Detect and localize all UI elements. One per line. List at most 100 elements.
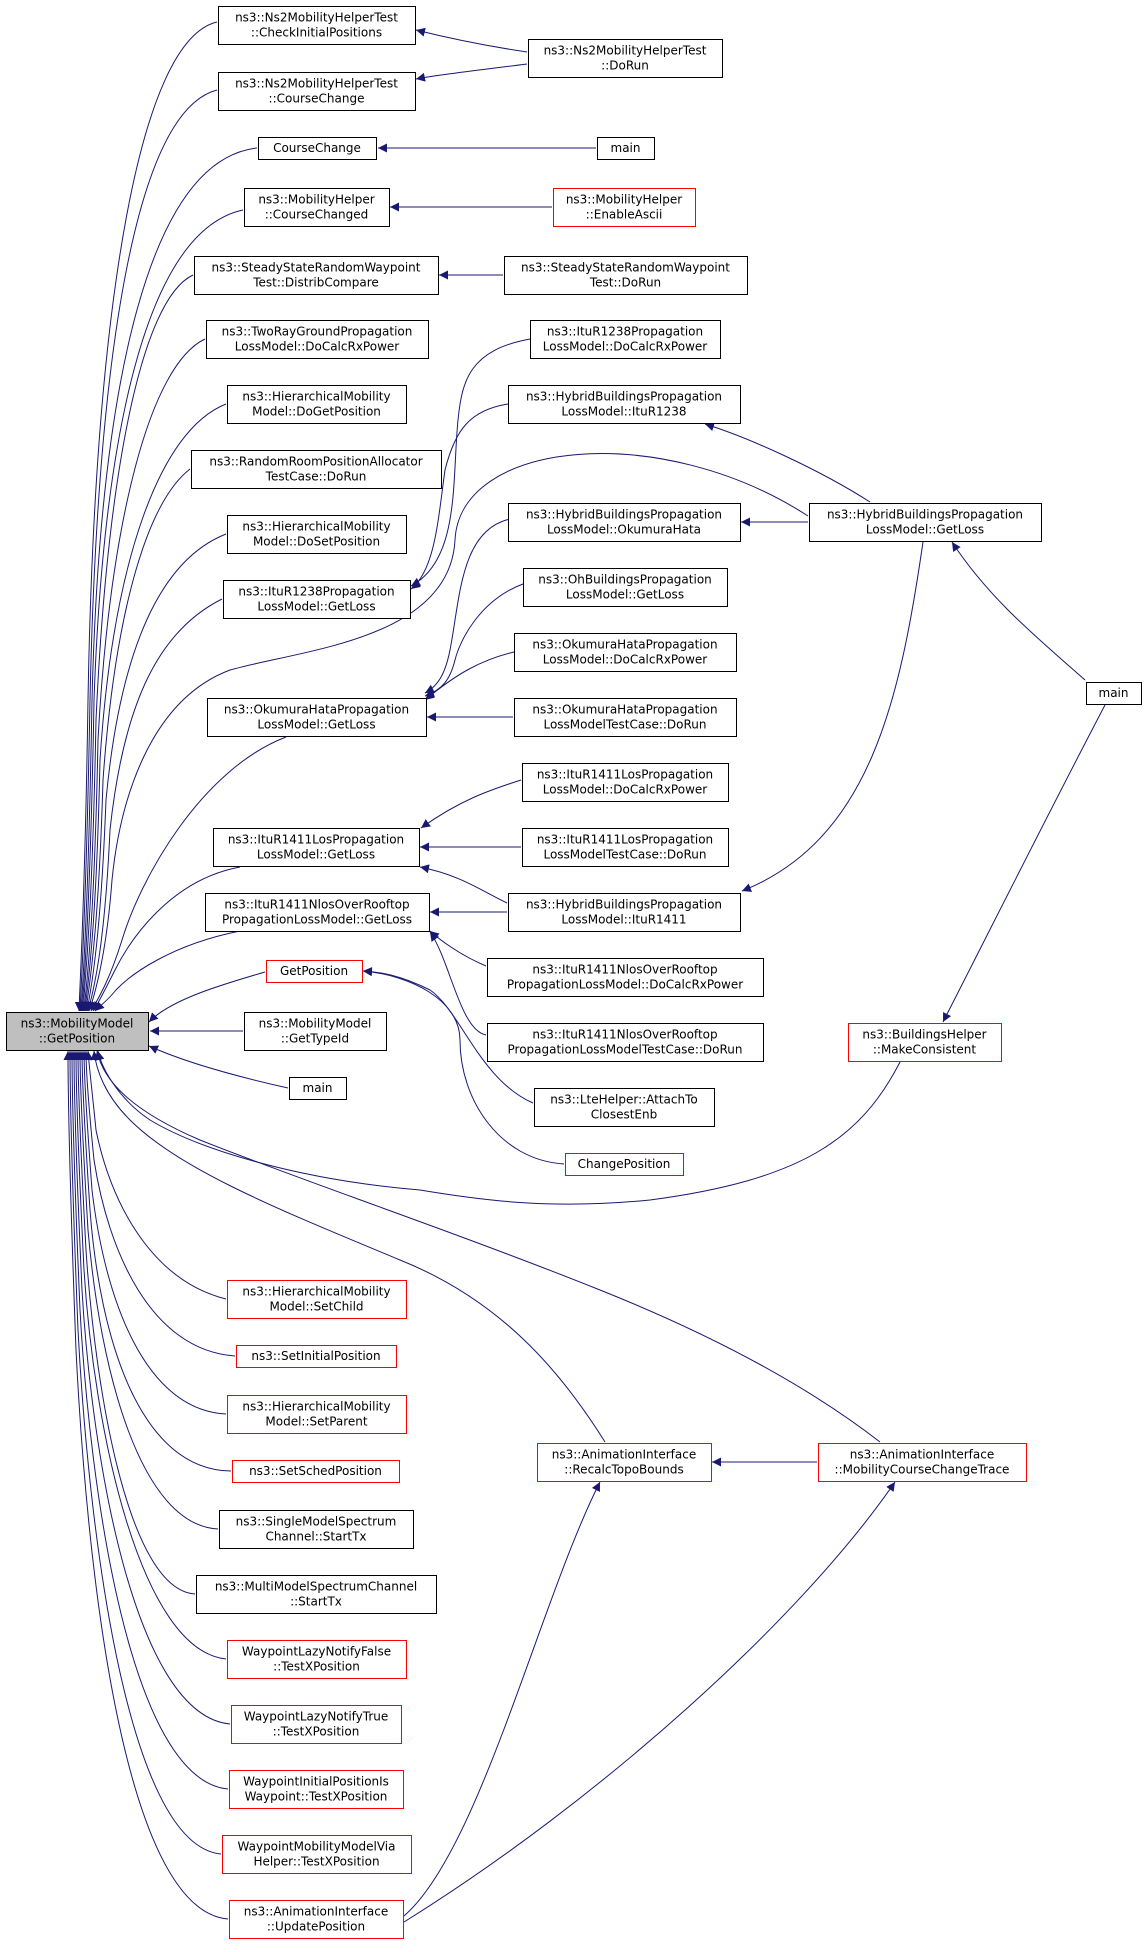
node-box bbox=[218, 72, 416, 111]
node-setinitial[interactable]: ns3::SetInitialPosition bbox=[236, 1345, 397, 1368]
node-root[interactable]: ns3::MobilityModel::GetPosition bbox=[6, 1012, 149, 1051]
node-coursechange[interactable]: CourseChange bbox=[258, 137, 377, 160]
edge-setinitial-root bbox=[81, 1050, 236, 1357]
node-hbokumura[interactable]: ns3::HybridBuildingsPropagationLossModel… bbox=[508, 503, 741, 542]
node-rrpa[interactable]: ns3::RandomRoomPositionAllocatorTestCase… bbox=[191, 450, 442, 489]
node-box bbox=[227, 1280, 407, 1319]
node-label: ns3::Ns2MobilityHelperTest bbox=[544, 44, 707, 58]
node-main1[interactable]: main bbox=[597, 137, 655, 160]
node-box bbox=[206, 320, 429, 359]
node-itu1411rx[interactable]: ns3::ItuR1411LosPropagationLossModel::Do… bbox=[522, 763, 729, 802]
node-okrx[interactable]: ns3::OkumuraHataPropagationLossModel::Do… bbox=[514, 633, 737, 672]
node-changepos[interactable]: ChangePosition bbox=[565, 1153, 684, 1176]
node-ohgetloss[interactable]: ns3::OhBuildingsPropagationLossModel::Ge… bbox=[523, 568, 728, 607]
node-label: ns3::OkumuraHataPropagation bbox=[224, 703, 409, 717]
node-hmsetpos[interactable]: ns3::HierarchicalMobilityModel::DoSetPos… bbox=[227, 515, 407, 554]
node-updatepos[interactable]: ns3::AnimationInterface::UpdatePosition bbox=[229, 1900, 404, 1939]
edge-course-root bbox=[75, 89, 218, 1012]
node-nlostest[interactable]: ns3::ItuR1411NlosOverRooftopPropagationL… bbox=[487, 1023, 764, 1062]
node-mmtypeid[interactable]: ns3::MobilityModel::GetTypeId bbox=[244, 1012, 387, 1051]
node-label: ns3::HybridBuildingsPropagation bbox=[526, 390, 722, 404]
node-hbgetloss[interactable]: ns3::HybridBuildingsPropagationLossModel… bbox=[809, 503, 1042, 542]
node-wplazyfalse[interactable]: WaypointLazyNotifyFalse::TestXPosition bbox=[227, 1640, 407, 1679]
node-itu1238loss[interactable]: ns3::ItuR1238PropagationLossModel::GetLo… bbox=[223, 580, 411, 619]
node-box bbox=[222, 1835, 412, 1874]
node-box bbox=[266, 960, 363, 983]
edge-cc-root bbox=[76, 147, 258, 1012]
node-itu1411test[interactable]: ns3::ItuR1411LosPropagationLossModelTest… bbox=[522, 828, 729, 867]
node-recalc[interactable]: ns3::AnimationInterface::RecalcTopoBound… bbox=[537, 1443, 712, 1482]
edge-getposition-root bbox=[148, 971, 266, 1023]
node-label: ns3::ItuR1238Propagation bbox=[547, 325, 703, 339]
node-main2[interactable]: main bbox=[1086, 682, 1142, 705]
node-hbitu1238[interactable]: ns3::HybridBuildingsPropagationLossModel… bbox=[508, 385, 741, 424]
node-label: ns3::BuildingsHelper bbox=[862, 1028, 986, 1042]
node-label: ns3::ItuR1411NlosOverRooftop bbox=[224, 898, 409, 912]
node-setsched[interactable]: ns3::SetSchedPosition bbox=[232, 1460, 400, 1483]
node-hmsetparent[interactable]: ns3::HierarchicalMobilityModel::SetParen… bbox=[227, 1395, 407, 1434]
node-wpinitial[interactable]: WaypointInitialPositionIsWaypoint::TestX… bbox=[229, 1770, 404, 1809]
edge-wpinitial-root bbox=[67, 1050, 229, 1790]
node-ns2course[interactable]: ns3::Ns2MobilityHelperTest::CourseChange bbox=[218, 72, 416, 111]
edge-itu1238loss-root bbox=[85, 598, 223, 1012]
node-box bbox=[289, 1077, 347, 1100]
node-ssdistrib[interactable]: ns3::SteadyStateRandomWaypointTest::Dist… bbox=[194, 256, 439, 295]
node-box bbox=[229, 1770, 404, 1809]
edge-main3b-root bbox=[148, 1045, 289, 1089]
node-label: ns3::AnimationInterface bbox=[850, 1448, 994, 1462]
node-label: ns3::SetInitialPosition bbox=[251, 1349, 380, 1363]
node-multistart[interactable]: ns3::MultiModelSpectrumChannel::StartTx bbox=[196, 1575, 437, 1614]
node-box bbox=[487, 958, 764, 997]
edge-hmset-root bbox=[83, 533, 227, 1012]
node-okgetloss[interactable]: ns3::OkumuraHataPropagationLossModel::Ge… bbox=[207, 698, 427, 737]
node-box bbox=[244, 1012, 387, 1051]
node-label: WaypointLazyNotifyFalse bbox=[242, 1645, 391, 1659]
node-label: Channel::StartTx bbox=[265, 1530, 366, 1544]
node-ns2check[interactable]: ns3::Ns2MobilityHelperTest::CheckInitial… bbox=[218, 6, 416, 45]
node-itu1238rx[interactable]: ns3::ItuR1238PropagationLossModel::DoCal… bbox=[530, 320, 721, 359]
node-label: WaypointMobilityModelVia bbox=[238, 1840, 396, 1854]
node-label: LossModel::ItuR1411 bbox=[561, 913, 686, 927]
node-box bbox=[6, 1012, 149, 1051]
node-mobtrace[interactable]: ns3::AnimationInterface::MobilityCourseC… bbox=[818, 1443, 1027, 1482]
node-nlosloss[interactable]: ns3::ItuR1411NlosOverRooftopPropagationL… bbox=[205, 893, 430, 932]
node-label: LossModel::GetLoss bbox=[257, 600, 375, 614]
node-label: ns3::AnimationInterface bbox=[244, 1905, 388, 1919]
node-itu1411loss[interactable]: ns3::ItuR1411LosPropagationLossModel::Ge… bbox=[213, 828, 420, 867]
edge-wplazytrue-root bbox=[69, 1050, 231, 1725]
node-nlosrx[interactable]: ns3::ItuR1411NlosOverRooftopPropagationL… bbox=[487, 958, 764, 997]
node-label: ns3::LteHelper::AttachTo bbox=[550, 1093, 698, 1107]
node-box bbox=[227, 1640, 407, 1679]
node-label: ns3::SteadyStateRandomWaypoint bbox=[521, 261, 730, 275]
node-label: ns3::MobilityModel bbox=[21, 1017, 134, 1031]
node-oktest[interactable]: ns3::OkumuraHataPropagationLossModelTest… bbox=[514, 698, 737, 737]
node-label: LossModel::OkumuraHata bbox=[547, 523, 701, 537]
node-mhcourse[interactable]: ns3::MobilityHelper::CourseChanged bbox=[244, 188, 390, 227]
node-box bbox=[227, 385, 407, 424]
node-hbitu1411[interactable]: ns3::HybridBuildingsPropagationLossModel… bbox=[508, 893, 741, 932]
node-main3[interactable]: main bbox=[289, 1077, 347, 1100]
node-label: ns3::SingleModelSpectrum bbox=[236, 1515, 397, 1529]
node-label: ::TestXPosition bbox=[273, 1660, 360, 1674]
edge-hbitu1411-itu1411loss bbox=[419, 864, 508, 904]
node-hmgetpos[interactable]: ns3::HierarchicalMobilityModel::DoGetPos… bbox=[227, 385, 407, 424]
node-label: Model::DoGetPosition bbox=[252, 405, 381, 419]
node-label: LossModel::DoCalcRxPower bbox=[543, 340, 707, 354]
edge-itu1411rx-itu1411loss bbox=[420, 779, 522, 829]
node-label: ns3::ItuR1411LosPropagation bbox=[537, 833, 713, 847]
edge-ss-root bbox=[78, 274, 194, 1012]
node-getposition[interactable]: GetPosition bbox=[266, 960, 363, 983]
node-label: ns3::MobilityHelper bbox=[258, 193, 374, 207]
node-ns2dorun[interactable]: ns3::Ns2MobilityHelperTest::DoRun bbox=[528, 39, 723, 78]
node-bhconsistent[interactable]: ns3::BuildingsHelper::MakeConsistent bbox=[848, 1023, 1002, 1062]
node-ssdorun[interactable]: ns3::SteadyStateRandomWaypointTest::DoRu… bbox=[504, 256, 748, 295]
node-label: PropagationLossModel::GetLoss bbox=[222, 913, 412, 927]
node-tworay[interactable]: ns3::TwoRayGroundPropagationLossModel::D… bbox=[206, 320, 429, 359]
node-label: Model::SetChild bbox=[269, 1300, 363, 1314]
node-wplazytrue[interactable]: WaypointLazyNotifyTrue::TestXPosition bbox=[231, 1705, 402, 1744]
node-wpvia[interactable]: WaypointMobilityModelViaHelper::TestXPos… bbox=[222, 1835, 412, 1874]
node-mhascii[interactable]: ns3::MobilityHelper::EnableAscii bbox=[553, 188, 696, 227]
